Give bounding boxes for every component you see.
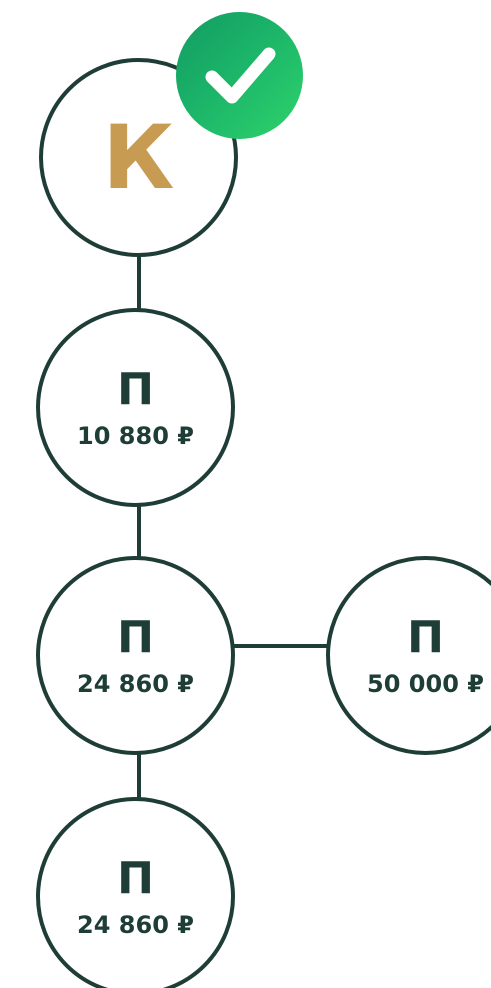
node-letter: П (407, 611, 444, 663)
node-letter: П (117, 363, 154, 415)
node-amount: 24 860 ₽ (77, 669, 194, 698)
tree-node[interactable]: П 10 880 ₽ (36, 308, 235, 507)
node-amount: 50 000 ₽ (367, 669, 484, 698)
connector-node-1-to-node-2 (137, 502, 141, 560)
connector-node-2-to-node-4 (137, 750, 141, 802)
connector-node-2-to-node-3 (232, 644, 328, 648)
checkmark-icon (176, 12, 303, 139)
node-amount: 24 860 ₽ (77, 910, 194, 939)
tree-node[interactable]: П 50 000 ₽ (326, 556, 491, 755)
node-amount: 10 880 ₽ (77, 421, 194, 450)
connector-root-to-node-1 (137, 254, 141, 312)
node-letter: П (117, 852, 154, 904)
root-letter: К (102, 105, 175, 209)
node-letter: П (117, 611, 154, 663)
tree-node[interactable]: П 24 860 ₽ (36, 797, 235, 988)
tree-node[interactable]: П 24 860 ₽ (36, 556, 235, 755)
